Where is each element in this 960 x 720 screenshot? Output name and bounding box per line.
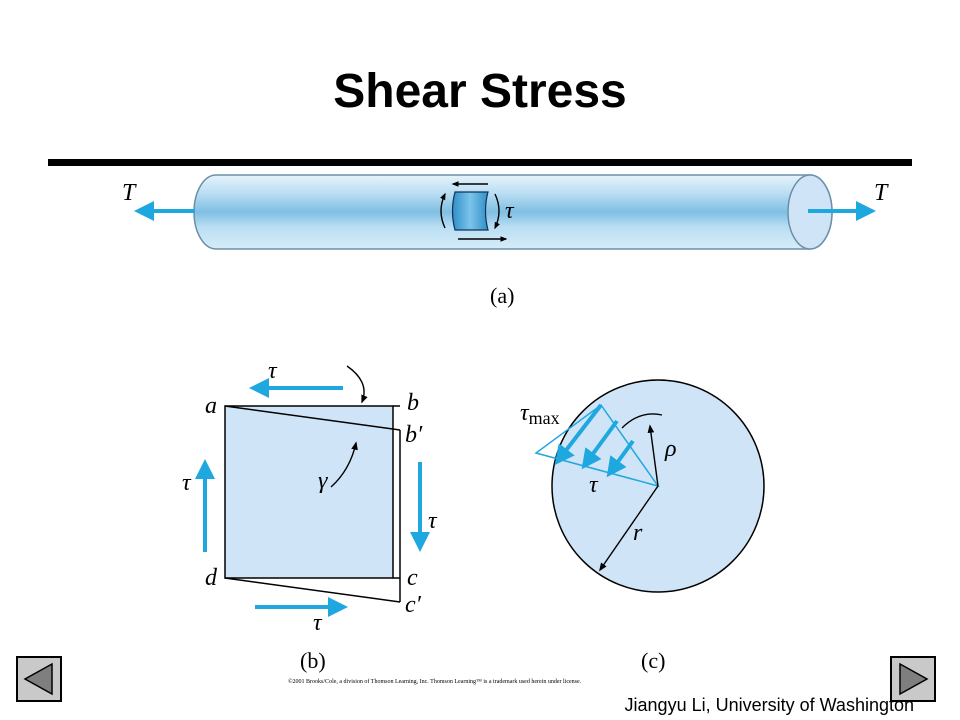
surface-element [451,191,489,231]
stress-arrow-1 [554,403,603,466]
corner-d-label: d [205,565,218,591]
triangle-left-icon [23,662,53,696]
corner-b-label: b [407,390,419,416]
title-divider [48,159,912,166]
figure-b: a b b′ d c c′ γ τ τ τ τ (b) [182,358,438,673]
radius-label: r [633,520,643,546]
tau-max-label: τmax [520,400,560,428]
tau-label-c: τ [589,472,599,498]
figure-c: τmax τ ρ r (c) [520,379,765,673]
gamma-pointer-arc [346,365,368,404]
element-shear-left [440,192,446,229]
triangle-right-icon [899,662,929,696]
tau-bottom-label: τ [313,610,323,636]
corner-a-label: a [205,393,217,419]
deformed-bottom-edge [224,577,401,603]
shear-symbol-a: τ [505,198,515,224]
deformed-top-edge [224,405,401,431]
copyright-credit: ©2001 Brooks/Cole, a division of Thomson… [288,679,582,685]
figure-a: T T τ (a) [122,174,889,308]
slide-title: Shear Stress [333,65,627,118]
caption-c: (c) [641,648,665,673]
radius-arrow [599,485,659,572]
stress-arrow-3 [606,439,635,478]
tau-left-label: τ [182,470,192,496]
corner-c-label: c [407,565,418,591]
rho-label: ρ [664,436,677,462]
next-slide-button[interactable] [890,656,936,702]
element-shear-right [494,193,500,230]
rho-arrow [647,424,659,487]
tau-right-label: τ [428,508,438,534]
tau-top-label: τ [268,358,278,384]
stress-arrow-2 [581,419,619,470]
torque-label-left: T [122,180,137,206]
torque-label-right: T [874,180,889,206]
rotation-arc [621,413,663,429]
previous-slide-button[interactable] [16,656,62,702]
caption-a: (a) [490,283,514,308]
corner-b-prime-label: b′ [405,422,423,448]
gamma-pointer [330,441,358,488]
element-face [224,405,394,579]
corner-c-prime-label: c′ [405,592,422,618]
gamma-label: γ [318,468,328,494]
caption-b: (b) [300,648,326,673]
footer-author: Jiangyu Li, University of Washington [624,695,914,715]
